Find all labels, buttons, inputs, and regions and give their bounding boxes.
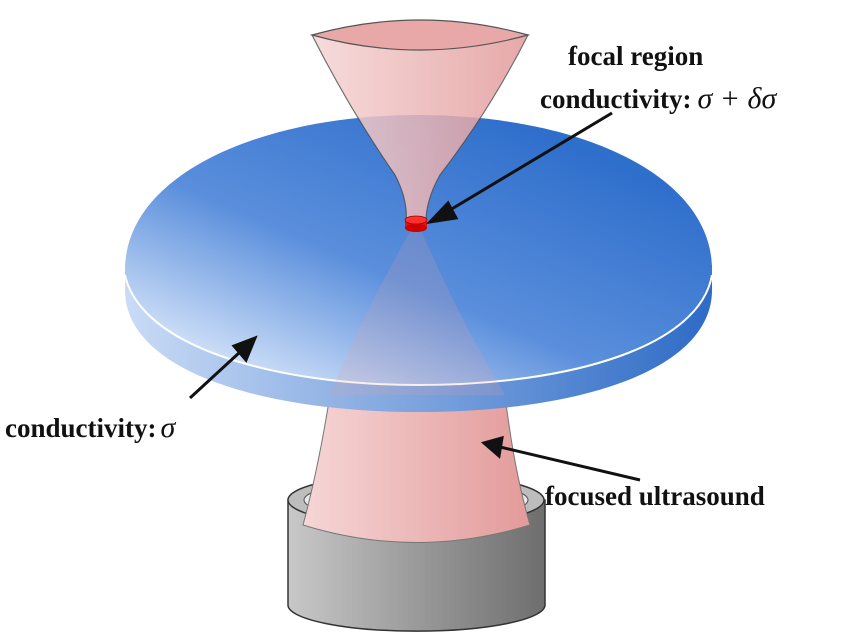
focal-arrowhead bbox=[425, 200, 459, 225]
medium-arrow bbox=[188, 350, 242, 400]
lower-ultrasound-beam bbox=[302, 394, 531, 543]
focal-arrow bbox=[444, 111, 613, 215]
focal-region-label: focal region bbox=[568, 41, 703, 71]
focused-ultrasound-label: focused ultrasound bbox=[545, 481, 765, 511]
conductive-medium-disk bbox=[124, 115, 713, 412]
focal-conductivity-symbol: σ + δσ bbox=[698, 82, 778, 115]
beam-through-medium bbox=[330, 228, 505, 395]
focal-conductivity-label: conductivity:σ + δσ bbox=[540, 82, 777, 115]
medium-arrowhead bbox=[231, 335, 258, 363]
focal-spot bbox=[404, 215, 428, 232]
medium-conductivity-text: conductivity: bbox=[5, 413, 157, 443]
upper-ultrasound-beam bbox=[309, 19, 531, 223]
ultrasound-arrow bbox=[499, 445, 641, 482]
medium-conductivity-label: conductivity:σ bbox=[5, 411, 177, 444]
medium-conductivity-symbol: σ bbox=[161, 411, 177, 444]
focal-conductivity-text: conductivity: bbox=[540, 84, 692, 114]
ultrasound-arrowhead bbox=[480, 435, 504, 459]
